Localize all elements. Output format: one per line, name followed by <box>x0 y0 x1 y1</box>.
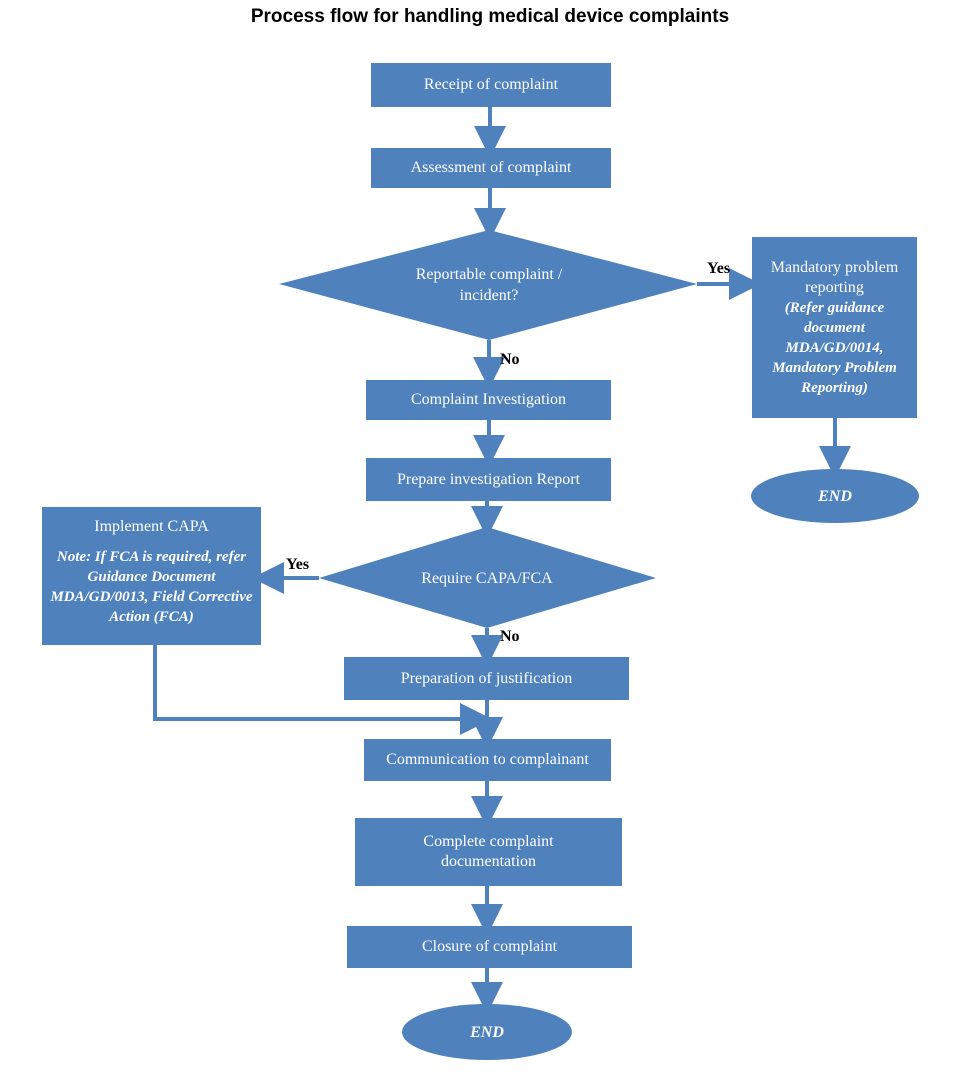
process-closure: Closure of complaint <box>347 926 632 968</box>
process-justification: Preparation of justification <box>344 657 629 700</box>
implement-capa-title: Implement CAPA <box>94 518 209 535</box>
end-right-label: END <box>818 487 852 505</box>
decision-reportable-label: Reportable complaint / incident? <box>415 266 563 304</box>
process-communication: Communication to complainant <box>364 739 611 781</box>
branch-label-yes-reportable: Yes <box>707 260 731 277</box>
process-investigation: Complaint Investigation <box>366 380 611 420</box>
process-receipt: Receipt of complaint <box>371 63 611 107</box>
branch-label-no-capa: No <box>500 628 520 645</box>
end-bottom-label: END <box>470 1023 504 1041</box>
mandatory-reporting-title: Mandatory problem reporting <box>770 258 899 296</box>
decision-capa-label: Require CAPA/FCA <box>421 569 553 587</box>
arrow-capa-to-communication <box>153 645 492 735</box>
branch-label-no-reportable: No <box>500 351 520 368</box>
process-mandatory-reporting: Mandatory problem reporting (Refer guida… <box>752 237 917 418</box>
process-documentation: Complete complaint documentation <box>355 818 622 886</box>
process-prepare-report: Prepare investigation Report <box>366 458 611 501</box>
process-implement-capa: Implement CAPA Note: If FCA is required,… <box>42 507 261 645</box>
decision-reportable-shape <box>279 230 697 340</box>
branch-label-yes-capa: Yes <box>286 556 310 573</box>
end-right-shape <box>751 469 919 523</box>
mandatory-reporting-note: (Refer guidance document MDA/GD/0014, Ma… <box>772 299 897 396</box>
implement-capa-note: Note: If FCA is required, refer Guidance… <box>50 549 253 625</box>
process-assessment: Assessment of complaint <box>371 148 611 188</box>
page-title: Process flow for handling medical device… <box>250 6 730 27</box>
end-bottom-shape <box>402 1004 572 1060</box>
decision-capa-shape <box>319 527 656 628</box>
